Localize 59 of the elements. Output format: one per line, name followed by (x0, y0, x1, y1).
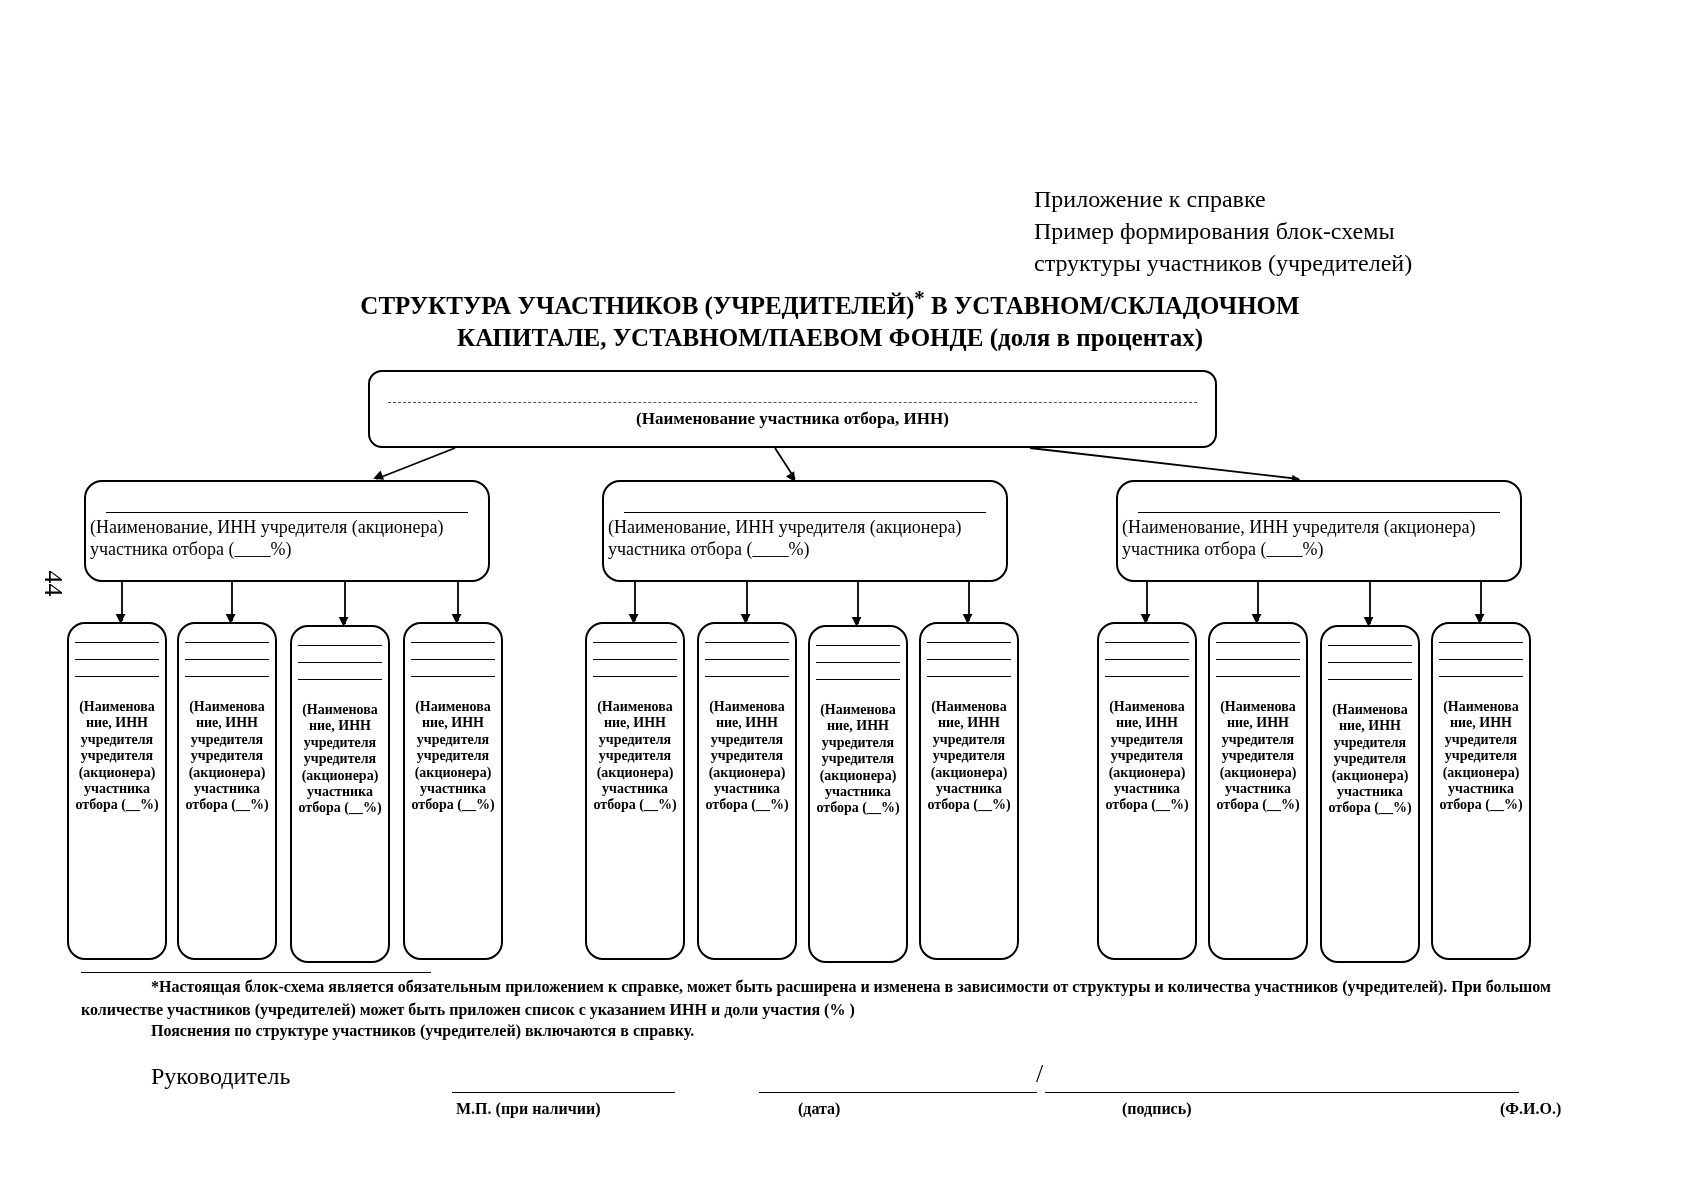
node-caption: (Наименова ние, ИНН учредителя учредителя (акционера) участника отбора (__%) (1104, 699, 1190, 814)
rounded-box (368, 370, 1217, 448)
rounded-box (808, 625, 908, 963)
arrow (451, 581, 462, 624)
arrow (373, 447, 456, 480)
node-caption: (Наименова ние, ИНН учредителя учредителя (акционера) участника отбора (__%) (74, 699, 160, 814)
field-caption: (подпись) (1122, 1099, 1192, 1119)
header-note: Пример формирования блок-схемы (1034, 217, 1395, 246)
arrow (740, 581, 751, 624)
rounded-box (84, 480, 490, 582)
rounded-box (919, 622, 1019, 960)
arrow (115, 581, 126, 624)
field-caption: (дата) (798, 1099, 841, 1119)
rounded-box (697, 622, 797, 960)
header-note: Приложение к справке (1034, 185, 1266, 214)
rounded-box (1431, 622, 1531, 960)
rounded-box (1097, 622, 1197, 960)
rounded-box (602, 480, 1008, 582)
page-number: 44 (37, 570, 69, 597)
field-caption: (Ф.И.О.) (1500, 1099, 1562, 1119)
node-caption: (Наименова ние, ИНН учредителя учредителя (акционера) участника отбора (__%) (184, 699, 270, 814)
rounded-box (290, 625, 390, 963)
rounded-box (1208, 622, 1308, 960)
signature-label: Руководитель (151, 1062, 291, 1091)
rounded-box (403, 622, 503, 960)
rounded-box (67, 622, 167, 960)
arrow (1140, 581, 1151, 624)
arrow (962, 581, 973, 624)
node-caption: (Наименова ние, ИНН учредителя учредителя (акционера) участника отбора (__%) (592, 699, 678, 814)
node-caption: (Наименова ние, ИНН учредителя учредителя (акционера) участника отбора (__%) (1327, 702, 1413, 817)
node-caption: (Наименование, ИНН учредителя (акционера) участника отбора (____%) (1121, 517, 1477, 561)
node-caption: (Наименование, ИНН учредителя (акционера) участника отбора (____%) (89, 517, 445, 561)
rounded-box (1320, 625, 1420, 963)
arrow (1474, 581, 1485, 624)
arrow (774, 447, 796, 483)
node-caption: (Наименование участника отбора, ИНН) (635, 409, 950, 430)
node-caption: (Наименова ние, ИНН учредителя учредителя (акционера) участника отбора (__%) (297, 702, 383, 817)
footnote: Пояснения по структуре участников (учредителей) включаются в справку. (151, 1021, 695, 1041)
arrow (628, 581, 639, 624)
rounded-box (1116, 480, 1522, 582)
arrow (1251, 581, 1262, 624)
arrow (851, 581, 862, 627)
header-note: структуры участников (учредителей) (1034, 249, 1413, 278)
footnote: *Настоящая блок-схема является обязательным приложением к справке, может быть расширена и изменена в зависимости от структуры и количества участников (учредителей). При большом количестве участников (учредителей) может быть приложен список с указанием ИНН и доли участия (% ) (81, 977, 1552, 1021)
rounded-box (585, 622, 685, 960)
separator-slash: / (1036, 1058, 1044, 1090)
arrow (338, 581, 349, 627)
field-caption: М.П. (при наличии) (456, 1099, 601, 1119)
arrow (225, 581, 236, 624)
node-caption: (Наименова ние, ИНН учредителя учредителя (акционера) участника отбора (__%) (1438, 699, 1524, 814)
node-caption: (Наименова ние, ИНН учредителя учредителя (акционера) участника отбора (__%) (926, 699, 1012, 814)
node-caption: (Наименова ние, ИНН учредителя учредителя (акционера) участника отбора (__%) (704, 699, 790, 814)
node-caption: (Наименова ние, ИНН учредителя учредителя (акционера) участника отбора (__%) (815, 702, 901, 817)
title: СТРУКТУРА УЧАСТНИКОВ (УЧРЕДИТЕЛЕЙ)$^{*}$ В УСТАВНОМ/СКЛАДОЧНОМ КАПИТАЛЕ, УСТАВНОМ/ПАЕВОМ ФОНДЕ (доля в процентах) (359, 285, 1301, 354)
arrow (1363, 581, 1374, 627)
node-caption: (Наименование, ИНН учредителя (акционера) участника отбора (____%) (607, 517, 963, 561)
node-caption: (Наименова ние, ИНН учредителя учредителя (акционера) участника отбора (__%) (410, 699, 496, 814)
node-caption: (Наименова ние, ИНН учредителя учредителя (акционера) участника отбора (__%) (1215, 699, 1301, 814)
rounded-box (177, 622, 277, 960)
